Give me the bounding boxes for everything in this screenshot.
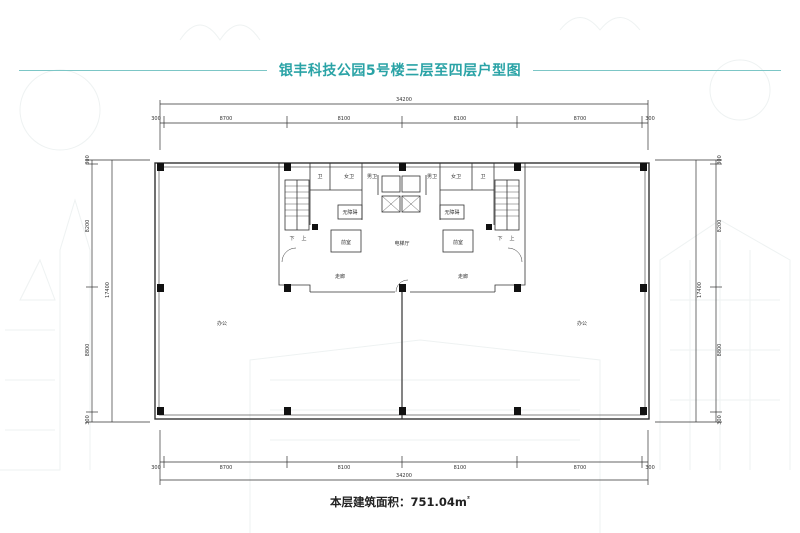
- floor-area-unit-sup: ²: [466, 495, 470, 504]
- room-toilet-m-left: 男卫: [367, 174, 377, 180]
- dim-bottom-seg-2: 8700: [220, 465, 233, 471]
- title-rule-right: [533, 69, 782, 71]
- dim-top-seg-1: 300: [151, 116, 161, 122]
- stair-down-left: 下: [289, 236, 294, 242]
- stair-up-right: 上: [509, 235, 514, 242]
- dim-bottom-seg-4: 8100: [454, 465, 467, 471]
- room-corridor-right: 走廊: [458, 273, 468, 280]
- dim-right-seg-1: 300: [717, 155, 723, 165]
- room-lobby-left: 前室: [341, 239, 351, 246]
- floor-area-unit: m: [454, 495, 467, 509]
- title-rule-left: [18, 69, 267, 71]
- title-bar: 银丰科技公园5号楼三层至四层户型图: [0, 58, 800, 82]
- stair-up-left: 上: [301, 235, 306, 242]
- room-toilet-mid-left: 卫: [317, 174, 322, 180]
- dim-right-total: 17400: [697, 282, 703, 298]
- dim-left-seg-4: 300: [85, 415, 91, 425]
- room-lobby-right: 前室: [453, 239, 463, 246]
- dim-left-seg-1: 300: [85, 155, 91, 165]
- dim-bottom-seg-1: 300: [151, 465, 161, 471]
- dim-top-seg-4: 8100: [454, 116, 467, 122]
- dim-bottom-seg-5: 8700: [574, 465, 587, 471]
- dim-right-seg-4: 300: [717, 415, 723, 425]
- room-accessible-right: 无障碍: [444, 209, 459, 216]
- room-toilet-f-left: 女卫: [344, 173, 354, 180]
- dim-top-total: 34200: [396, 97, 412, 103]
- room-toilet-mid-right: 卫: [480, 174, 485, 180]
- dim-top-seg-5: 8700: [574, 116, 587, 122]
- room-corridor-left: 走廊: [335, 273, 345, 280]
- room-accessible-left: 无障碍: [342, 209, 357, 216]
- stair-down-right: 下: [497, 236, 502, 242]
- columns: [157, 163, 647, 415]
- room-office-left: 办公: [217, 320, 227, 327]
- dim-top-seg-2: 8700: [220, 116, 233, 122]
- dim-bottom-seg-3: 8100: [338, 465, 351, 471]
- floor-area-label: 本层建筑面积：: [330, 495, 411, 509]
- dim-left-seg-2: 8200: [85, 220, 91, 233]
- room-toilet-f-right: 女卫: [451, 173, 461, 180]
- dim-left-total: 17400: [105, 282, 111, 298]
- dim-right-seg-2: 8200: [717, 220, 723, 233]
- dim-right-seg-3: 8800: [717, 344, 723, 357]
- dim-bottom-total: 34200: [396, 473, 412, 479]
- core-walls: [278, 163, 526, 293]
- room-elevator-hall: 电梯厅: [394, 240, 409, 247]
- dim-bottom-seg-6: 300: [645, 465, 655, 471]
- dim-left-seg-3: 8800: [85, 344, 91, 357]
- room-office-right: 办公: [577, 320, 587, 327]
- dim-top-seg-3: 8100: [338, 116, 351, 122]
- floor-area: 本层建筑面积：751.04m²: [0, 494, 800, 510]
- room-toilet-m-right: 男卫: [427, 174, 437, 180]
- page-title: 银丰科技公园5号楼三层至四层户型图: [278, 63, 522, 79]
- dim-top-seg-6: 300: [645, 116, 655, 122]
- floor-area-value: 751.04: [410, 495, 455, 509]
